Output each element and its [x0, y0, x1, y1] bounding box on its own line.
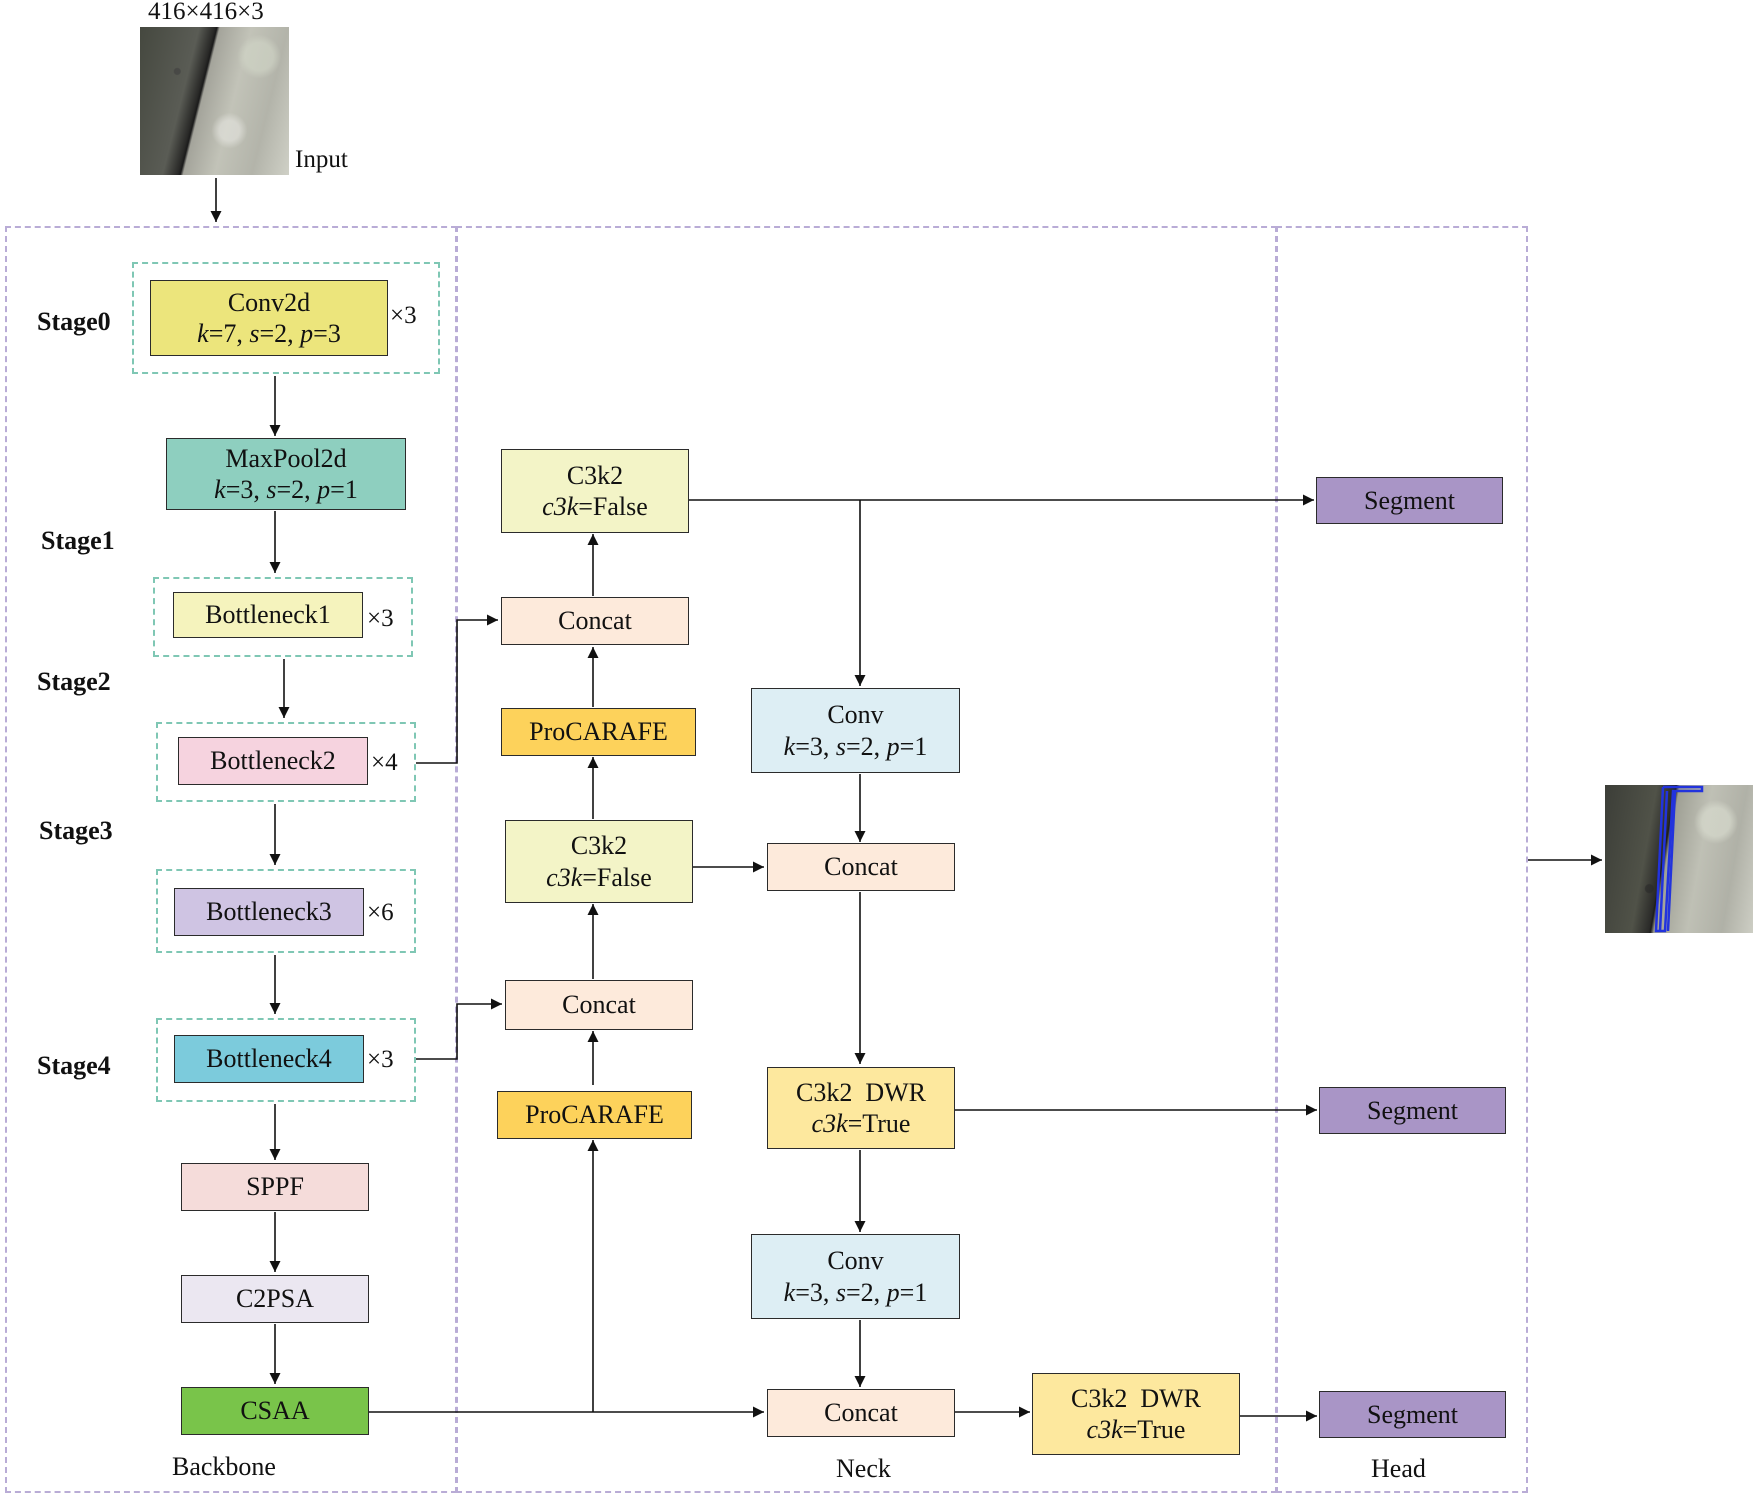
- bottleneck1-repeat: ×3: [367, 605, 394, 632]
- bottleneck2-block: Bottleneck2: [178, 737, 368, 785]
- stage3-group: [156, 869, 416, 953]
- input-image: [140, 27, 289, 175]
- stage4-label: Stage4: [37, 1051, 111, 1080]
- c3k2dwr1-name: C3k2 DWR: [796, 1077, 926, 1107]
- bottleneck4-repeat: ×3: [367, 1046, 394, 1073]
- csaa-block: CSAA: [181, 1387, 369, 1435]
- procarafe1-block: ProCARAFE: [501, 708, 696, 756]
- segment1-block: Segment: [1316, 477, 1503, 524]
- neck-label: Neck: [836, 1454, 891, 1483]
- maxpool-name: MaxPool2d: [225, 443, 347, 473]
- maxpool-params: k=3, s=2, p=1: [214, 475, 358, 504]
- stage0-group: [132, 262, 440, 374]
- head-label: Head: [1371, 1454, 1426, 1483]
- c3k2dwr1-params: c3k=True: [811, 1109, 911, 1138]
- bottleneck1-block: Bottleneck1: [173, 592, 363, 638]
- concat2-block: Concat: [505, 980, 693, 1030]
- bottleneck3-repeat: ×6: [367, 899, 394, 926]
- stage4-group: [156, 1018, 416, 1102]
- concat4-block: Concat: [767, 1389, 955, 1437]
- conv2d-params: k=7, s=2, p=3: [197, 319, 341, 348]
- backbone-label: Backbone: [172, 1452, 276, 1481]
- c3k2-top-name: C3k2: [566, 460, 624, 490]
- concat1-block: Concat: [501, 597, 689, 645]
- conv2d-block: Conv2d k=7, s=2, p=3: [150, 280, 388, 356]
- concat3-block: Concat: [767, 843, 955, 891]
- c3k2-top-block: C3k2 c3k=False: [501, 449, 689, 533]
- c3k2-mid-name: C3k2: [570, 831, 628, 861]
- stage1-label: Stage1: [41, 526, 115, 555]
- input-size-label: 416×416×3: [148, 0, 264, 25]
- procarafe2-block: ProCARAFE: [497, 1091, 692, 1139]
- sppf-block: SPPF: [181, 1163, 369, 1211]
- stage0-label: Stage0: [37, 307, 111, 336]
- conv2d-name: Conv2d: [227, 287, 311, 317]
- maxpool-block: MaxPool2d k=3, s=2, p=1: [166, 438, 406, 510]
- c3k2dwr1-block: C3k2 DWR c3k=True: [767, 1067, 955, 1149]
- segment2-block: Segment: [1319, 1087, 1506, 1134]
- c3k2dwr2-name: C3k2 DWR: [1071, 1383, 1201, 1413]
- conv2-params: k=3, s=2, p=1: [783, 1277, 928, 1307]
- stage2-group: [156, 722, 416, 802]
- c2psa-block: C2PSA: [181, 1275, 369, 1323]
- bottleneck3-block: Bottleneck3: [174, 888, 364, 936]
- bottleneck4-block: Bottleneck4: [174, 1035, 364, 1083]
- conv2-name: Conv: [827, 1246, 884, 1276]
- conv2d-repeat: ×3: [390, 302, 417, 329]
- stage2-label: Stage2: [37, 667, 111, 696]
- bottleneck2-to-concat1-arrow: [416, 614, 498, 764]
- c3k2-mid-params: c3k=False: [546, 862, 652, 892]
- conv1-name: Conv: [827, 700, 884, 730]
- c3k2dwr2-block: C3k2 DWR c3k=True: [1032, 1373, 1240, 1455]
- detection-overlay: [1654, 785, 1704, 933]
- head-section: [1276, 226, 1528, 1493]
- stage1-group: [153, 577, 413, 657]
- stage3-label: Stage3: [39, 816, 113, 845]
- input-label: Input: [295, 146, 348, 173]
- output-image: [1605, 785, 1753, 933]
- conv2-block: Conv k=3, s=2, p=1: [751, 1234, 960, 1319]
- conv1-block: Conv k=3, s=2, p=1: [751, 688, 960, 773]
- bottleneck4-to-concat2-arrow: [416, 998, 502, 1060]
- bottleneck2-repeat: ×4: [371, 749, 398, 776]
- c3k2-mid-block: C3k2 c3k=False: [505, 820, 693, 903]
- c3k2dwr2-params: c3k=True: [1086, 1415, 1186, 1444]
- c3k2-top-params: c3k=False: [542, 492, 648, 521]
- segment3-block: Segment: [1319, 1391, 1506, 1438]
- conv1-params: k=3, s=2, p=1: [783, 731, 928, 761]
